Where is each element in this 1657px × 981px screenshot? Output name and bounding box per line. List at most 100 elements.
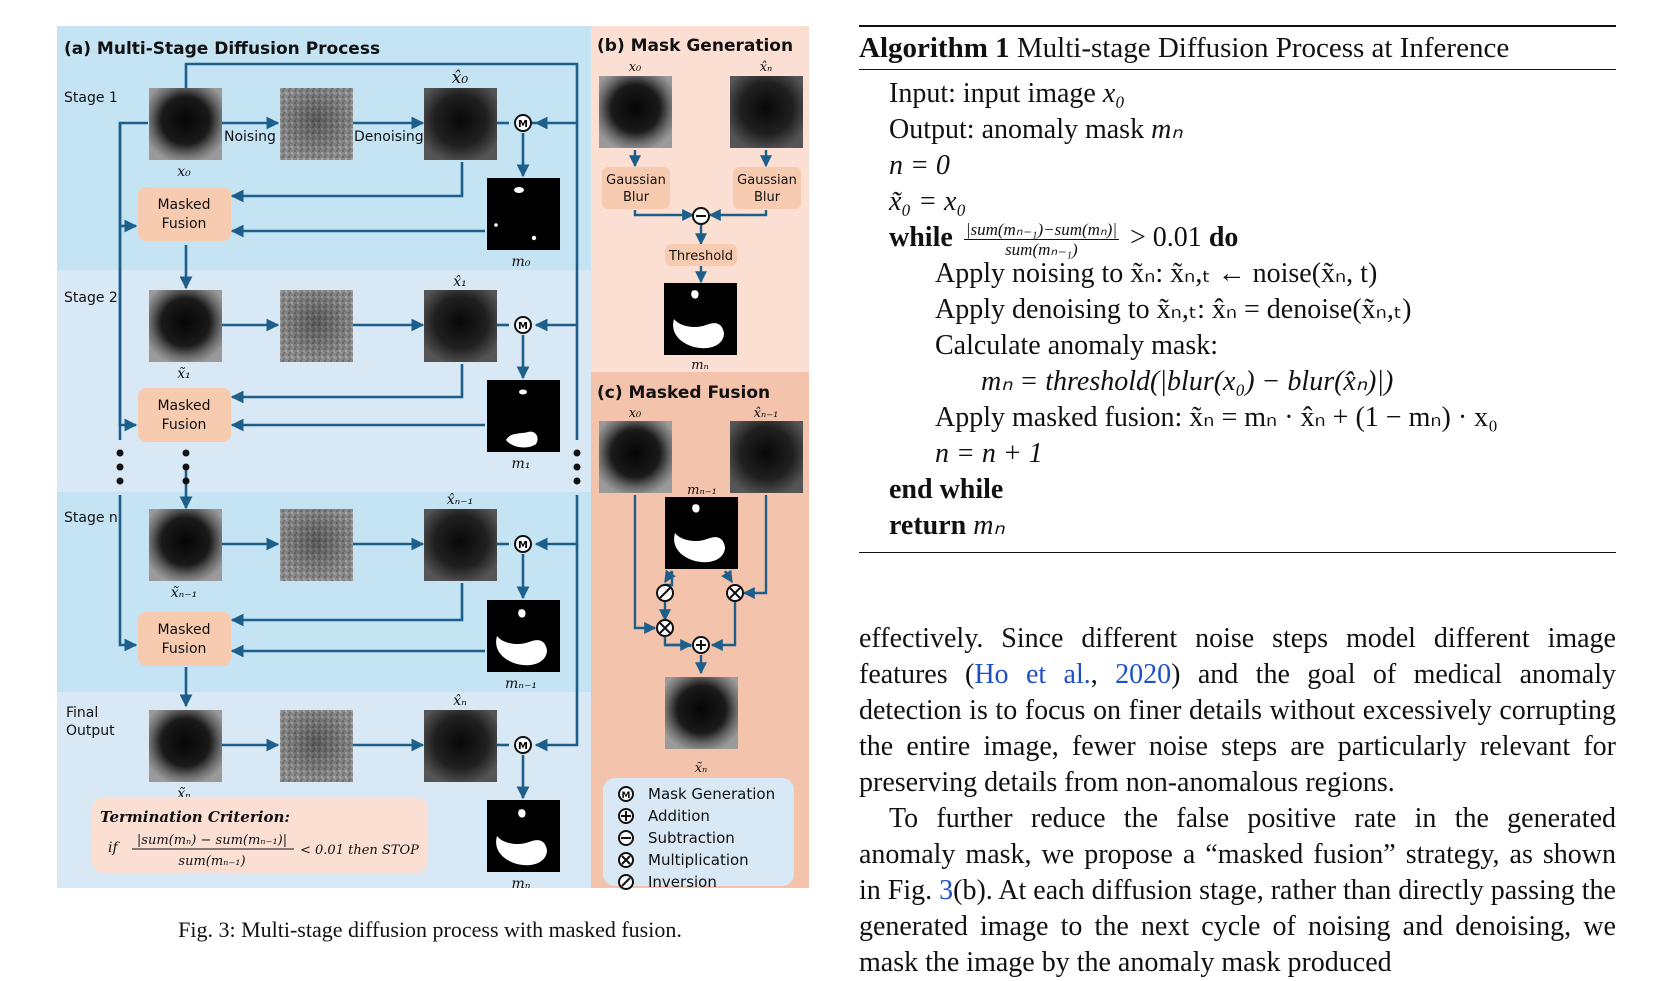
algo-mask-line: mₙ = threshold(|blur(x₀) − blur(x̂ₙ)|) [981,366,1394,397]
label-m0: m₀ [512,254,531,270]
label-xn1-hat: x̂ₙ₋₁ [447,492,474,508]
svg-text:M: M [518,119,528,130]
label-m1: m₁ [512,456,531,472]
input-image-x0 [149,88,222,160]
svg-text:x₀: x₀ [629,60,642,75]
gaussian-blur-box: Gaussian Blur [602,167,670,209]
mask-generation-node: M [514,736,532,754]
mask-gen-input-xn-hat [730,76,803,148]
stage-label-output: Output [66,723,115,739]
svg-text:x̂ₙ₋₁: x̂ₙ₋₁ [754,406,779,421]
figure-ref-link[interactable]: 3 [939,875,954,906]
citation-year-link[interactable]: 2020 [1115,659,1172,690]
algorithm-block: Algorithm 1 Multi-stage Diffusion Proces… [859,25,1616,553]
label-xn1-tilde: x̃ₙ₋₁ [171,585,198,601]
label-mn: mₙ [512,876,531,892]
algorithm-body: Input: input image x₀ Output: anomaly ma… [859,70,1616,552]
label-x0: x₀ [177,164,191,180]
svg-text:Gaussian: Gaussian [606,173,666,188]
svg-text:Fusion: Fusion [162,417,207,433]
mask-generation-node: M [514,316,532,334]
inversion-node [656,584,674,602]
svg-text:Blur: Blur [623,190,650,205]
algo-output-line: Output: anomaly mask mₙ [889,114,1183,145]
panel-c-title: (c) Masked Fusion [597,383,770,403]
svg-text:mₙ: mₙ [691,358,709,373]
label-xn-hat: x̂ₙ [453,693,467,709]
algorithm-label: Algorithm 1 [859,32,1010,64]
fusion-output-xn-tilde [665,677,738,749]
termination-title: Termination Criterion: [100,808,290,826]
masked-fusion-box: Masked Fusion [138,388,231,442]
algo-fusion-line: Apply masked fusion: x̃ₙ = mₙ · x̂ₙ + (1… [935,402,1498,433]
legend-item-addition: Addition [618,807,710,825]
legend-item-inversion: Inversion [618,873,717,891]
multiplication-node [656,619,674,637]
addition-node [692,636,710,654]
stage-label-final: Final [66,705,98,721]
denoised-image-x0-hat [424,88,497,160]
svg-text:Inversion: Inversion [648,873,717,891]
svg-text:Masked: Masked [157,622,210,638]
svg-text:Masked: Masked [157,197,210,213]
denoised-image-xn1-hat [424,509,497,581]
svg-text:sum(mₙ₋₁): sum(mₙ₋₁) [178,854,245,869]
body-text: effectively. Since different noise steps… [859,621,1616,981]
label-x1-tilde: x̃₁ [177,366,191,382]
svg-text:M: M [622,791,631,801]
svg-text:Multiplication: Multiplication [648,851,749,869]
algorithm-header: Algorithm 1 Multi-stage Diffusion Proces… [859,27,1616,69]
legend: M Mask Generation Addition Subtraction M… [603,778,794,891]
legend-item-multiplication: Multiplication [618,851,749,869]
gaussian-blur-box: Gaussian Blur [733,167,801,209]
denoised-image-xn-hat [424,710,497,782]
input-image-xn-tilde [149,710,222,782]
svg-text:mₙ₋₁: mₙ₋₁ [687,483,717,498]
label-x0-hat: x̂₀ [452,68,469,88]
svg-text:Fusion: Fusion [162,216,207,232]
svg-text:Masked: Masked [157,398,210,414]
legend-item-subtraction: Subtraction [618,829,735,847]
algo-input-line: Input: input image x₀ [889,78,1126,109]
label-mn1: mₙ₋₁ [505,676,537,692]
stage-label-n: Stage n [64,510,118,526]
masked-fusion-box: Masked Fusion [138,187,231,241]
denoised-image-x1-hat [424,290,497,362]
fusion-input-xn1-hat [730,421,803,493]
svg-text:Blur: Blur [754,190,781,205]
mask-gen-input-x0 [599,76,672,148]
svg-text:Threshold: Threshold [668,249,733,264]
algo-while-line: while |sum(mₙ₋₁)−sum(mₙ)|sum(mₙ₋₁) > 0.0… [889,220,1239,260]
svg-text:if: if [108,840,120,856]
citation-link[interactable]: Ho et al. [974,659,1091,690]
algo-return-line: return mₙ [889,510,1005,541]
legend-item-mask-generation: M Mask Generation [618,785,775,803]
algo-init-x: x̃₀ = x₀ [889,186,967,217]
threshold-box: Threshold [665,244,737,266]
algo-end-while: end while [889,474,1004,505]
svg-text:Addition: Addition [648,807,710,825]
paragraph: effectively. Since different noise steps… [859,623,1617,798]
denoising-label: Denoising [354,129,424,145]
termination-criterion-box: Termination Criterion: if |sum(mₙ) − sum… [92,797,428,873]
algo-denoise-line: Apply denoising to x̃ₙ,ₜ: x̂ₙ = denoise(… [935,294,1412,325]
label-x1-hat: x̂₁ [453,274,467,290]
algorithm-title: Multi-stage Diffusion Process at Inferen… [1016,32,1510,64]
svg-text:M: M [518,321,528,332]
figure-diagram: (a) Multi-Stage Diffusion Process (b) Ma… [57,26,809,892]
input-image-x1-tilde [149,290,222,362]
stage-label-2: Stage 2 [64,290,118,306]
input-image-xn1-tilde [149,509,222,581]
algo-incr-line: n = n + 1 [935,438,1043,469]
svg-text:x̃ₙ: x̃ₙ [695,761,708,776]
panel-b-title: (b) Mask Generation [597,36,793,56]
svg-text:x₀: x₀ [629,406,642,421]
algo-calc-line: Calculate anomaly mask: [935,330,1219,361]
stage-label-1: Stage 1 [64,90,118,106]
subtraction-node [692,207,710,225]
svg-text:M: M [518,741,528,752]
noising-label: Noising [224,129,276,145]
fusion-input-x0 [599,421,672,493]
masked-fusion-box: Masked Fusion [138,612,231,666]
multiplication-node [726,584,744,602]
